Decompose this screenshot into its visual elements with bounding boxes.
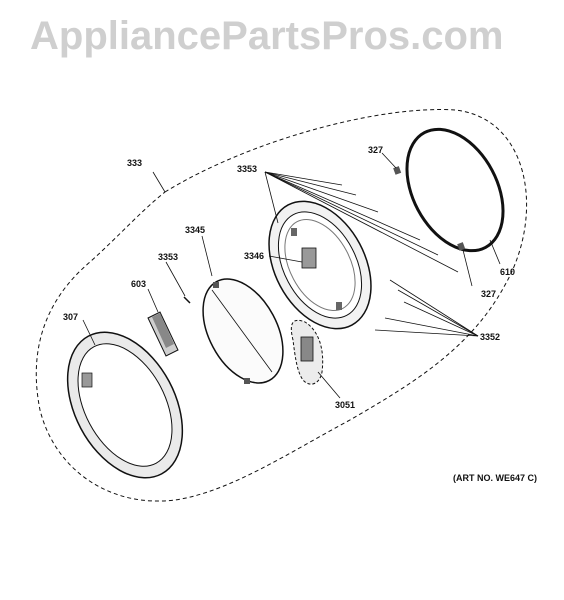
outer-door-part [66, 331, 184, 479]
door-latch-part [290, 319, 324, 385]
callout-3353-top: 3353 [237, 164, 257, 174]
door-handle-part [147, 311, 179, 357]
callout-leaders [82, 152, 501, 399]
clip-part-right [457, 242, 466, 251]
callout-3051: 3051 [335, 400, 355, 410]
callout-327-right: 327 [481, 289, 496, 299]
callout-610: 610 [500, 267, 515, 277]
callout-3353-left: 3353 [158, 252, 178, 262]
callout-327-top: 327 [368, 145, 383, 155]
door-glass-part [202, 278, 284, 384]
callout-603: 603 [131, 279, 146, 289]
art-number-label: (ART NO. WE647 C) [453, 473, 538, 483]
watermark-logo-text: AppliancePartsPros.com [30, 14, 504, 58]
callout-3346: 3346 [244, 251, 264, 261]
callout-3352: 3352 [480, 332, 500, 342]
callout-307: 307 [63, 312, 78, 322]
callout-3345: 3345 [185, 225, 205, 235]
clip-part-top [393, 166, 402, 175]
assembly-boundary-outline [35, 109, 528, 502]
inner-door-frame-part [268, 200, 372, 330]
screw-part-left [183, 296, 191, 304]
door-gasket-part [405, 127, 505, 253]
callout-333: 333 [127, 158, 142, 168]
